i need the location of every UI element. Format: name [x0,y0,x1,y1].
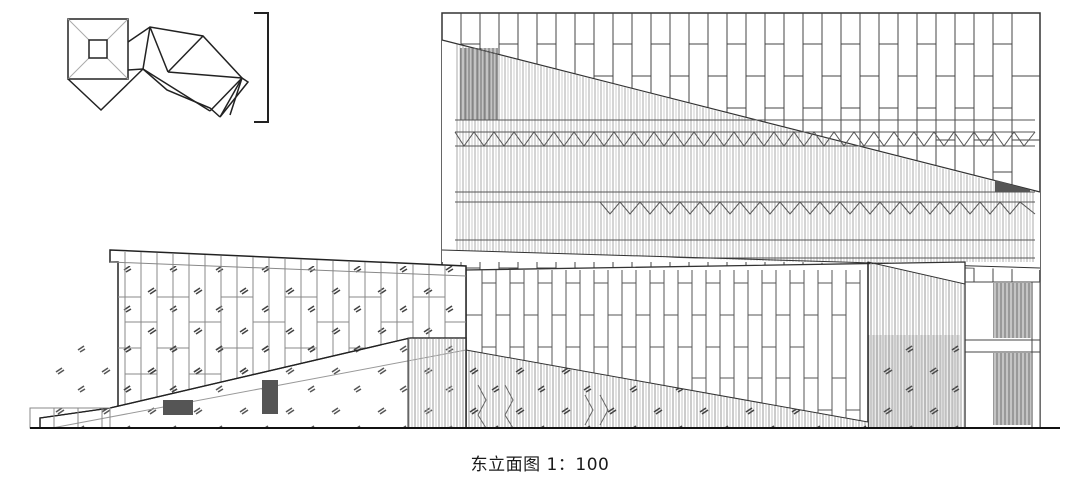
diagonal-louver-band [441,39,1041,270]
lower-glazed-wedge [465,349,869,429]
direction-bracket [254,12,269,123]
left-low-volume [29,249,467,429]
drawing-caption: 东立面图 1：100 [470,455,610,475]
key-plan [67,18,250,118]
right-bay [964,281,1041,429]
